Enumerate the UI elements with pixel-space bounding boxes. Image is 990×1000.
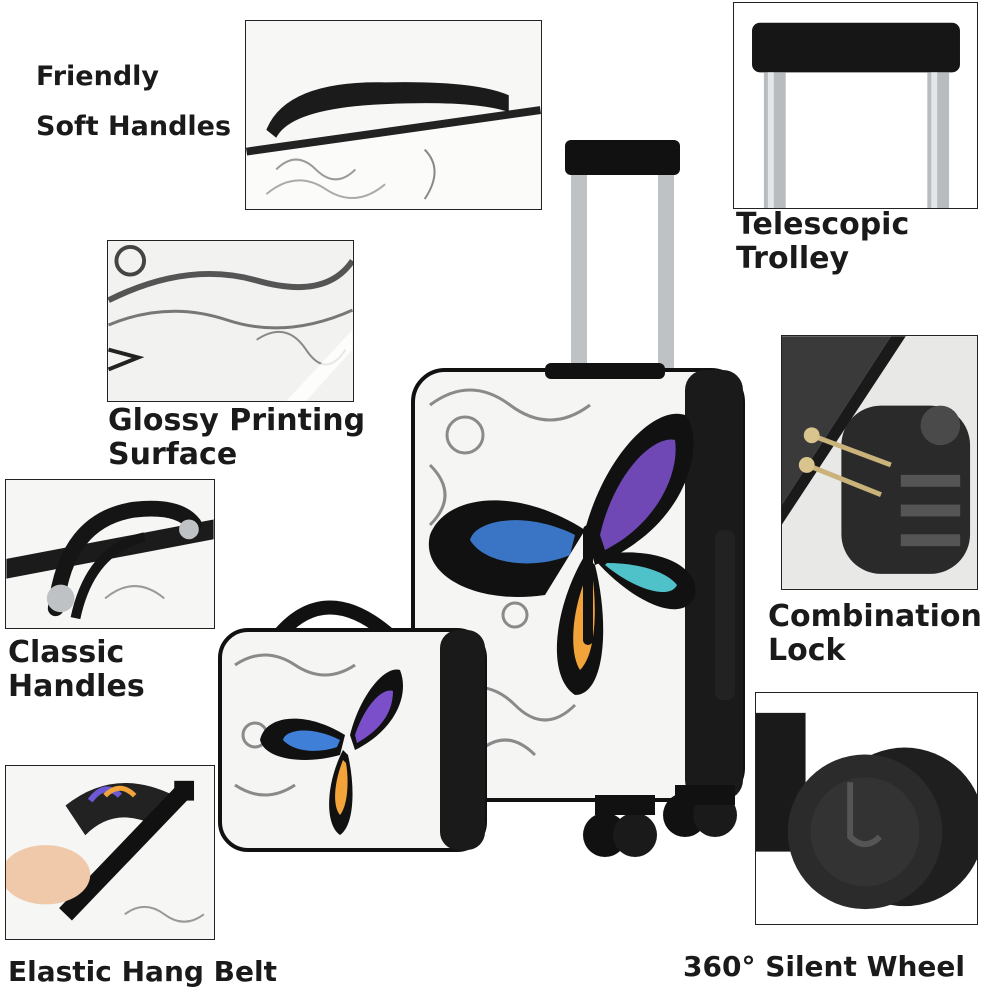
label-silent-wheel: 360° Silent Wheel xyxy=(683,950,966,983)
label-glossy-surface: Glossy Printing Surface xyxy=(108,404,365,471)
label-classic-line1: Classic xyxy=(8,635,125,670)
main-product-image xyxy=(215,135,755,870)
soft-handle-illustration xyxy=(246,21,541,209)
side-handle xyxy=(715,530,735,700)
label-soft-handles: Friendly Soft Handles xyxy=(36,61,232,143)
vanity-case-side xyxy=(440,630,485,850)
large-butterfly xyxy=(428,413,696,695)
combination-lock-illustration xyxy=(782,336,977,589)
label-glossy-line1: Glossy Printing xyxy=(108,403,366,438)
spinner-wheel-illustration xyxy=(756,693,977,924)
label-elastic-belt: Elastic Hang Belt xyxy=(8,955,277,988)
vanity-handle xyxy=(268,600,402,647)
photo-soft-handle xyxy=(245,20,542,210)
photo-combination-lock xyxy=(781,335,978,590)
label-combination-line2: Lock xyxy=(768,632,846,668)
label-telescopic-line1: Telescopic xyxy=(736,207,910,242)
trolley-handle-illustration xyxy=(734,3,977,208)
trolley-pole-right xyxy=(658,175,674,375)
photo-elastic-belt xyxy=(5,765,215,940)
wheel-front-left-2 xyxy=(613,813,657,857)
photo-glossy-surface xyxy=(107,240,354,402)
photo-trolley-handle xyxy=(733,2,978,209)
label-telescopic-trolley: Telescopic Trolley xyxy=(736,208,909,275)
photo-spinner-wheel xyxy=(755,692,978,925)
label-classic-handles: Classic Handles xyxy=(8,636,145,703)
elastic-belt-illustration xyxy=(6,766,214,939)
label-combination-lock: Combination Lock xyxy=(768,600,982,667)
trolley-grip xyxy=(565,140,680,175)
classic-handle-illustration xyxy=(6,480,214,628)
label-elastic-line1: Elastic Hang Belt xyxy=(8,955,277,988)
glossy-surface-illustration xyxy=(108,241,353,401)
label-wheel-line1: 360° Silent Wheel xyxy=(683,950,966,983)
label-classic-line2: Handles xyxy=(8,668,145,704)
label-glossy-line2: Surface xyxy=(108,436,238,472)
trolley-pole-left xyxy=(571,175,587,375)
top-handle xyxy=(545,363,665,379)
label-soft-handles-line2: Soft Handles xyxy=(36,111,232,143)
luggage-set-illustration xyxy=(218,140,745,857)
label-soft-handles-line1: Friendly xyxy=(36,61,160,92)
label-combination-line1: Combination xyxy=(768,599,982,634)
label-telescopic-line2: Trolley xyxy=(736,240,850,276)
photo-classic-handle xyxy=(5,479,215,629)
small-butterfly xyxy=(260,669,403,835)
